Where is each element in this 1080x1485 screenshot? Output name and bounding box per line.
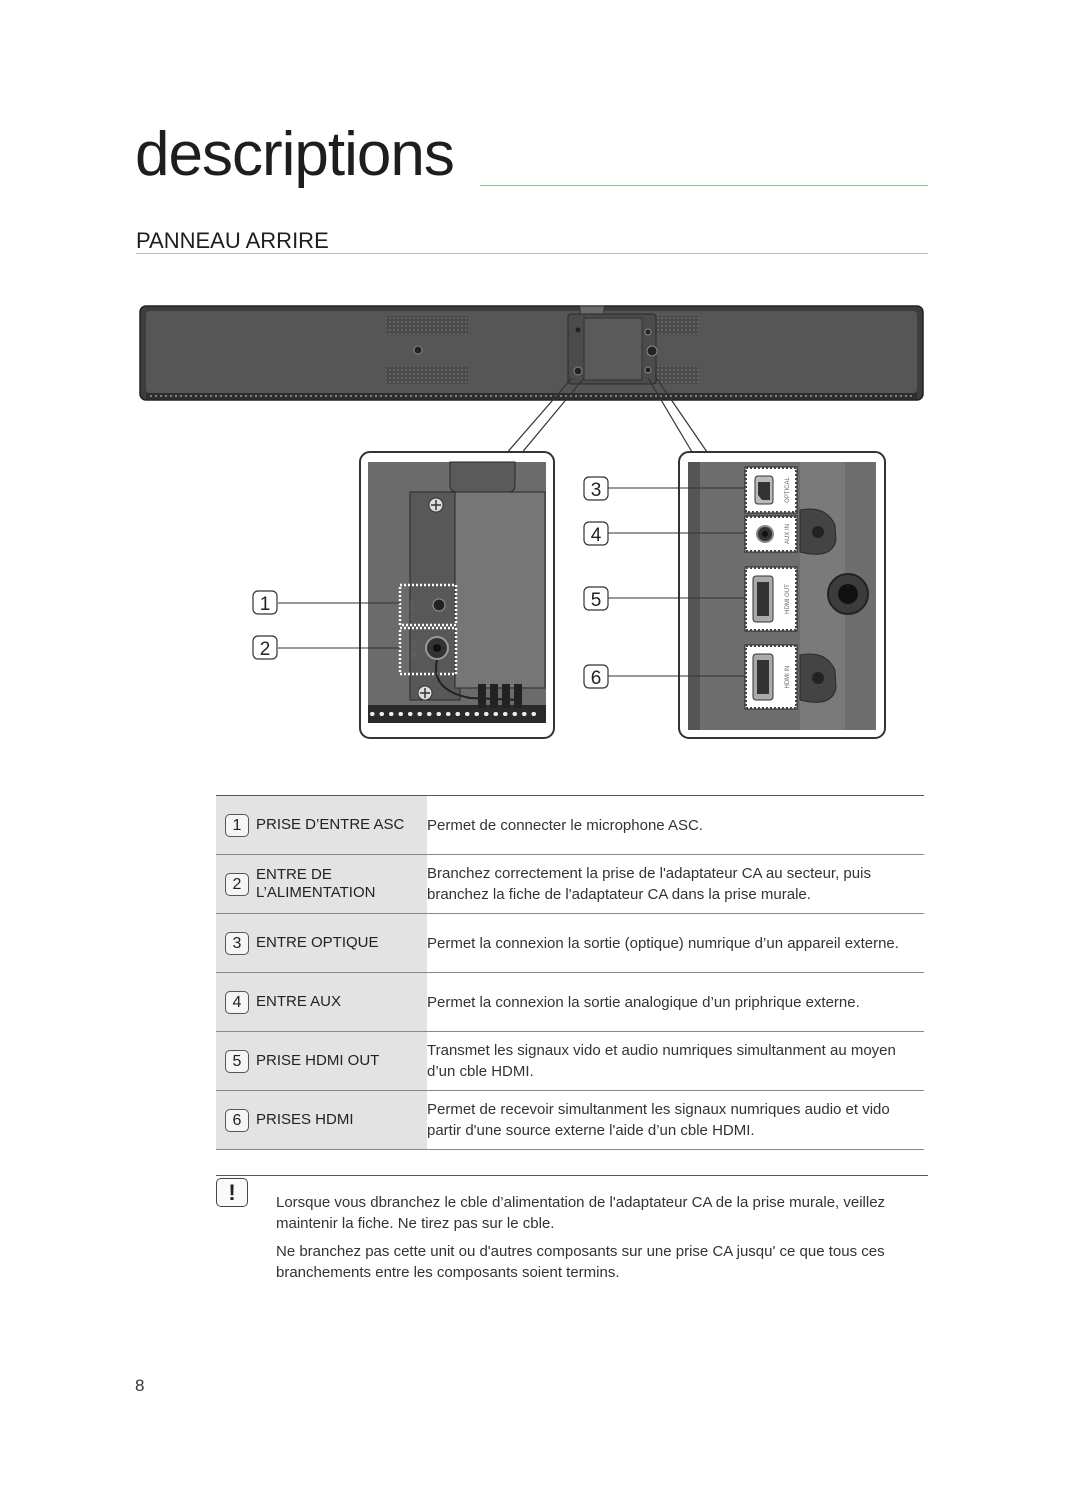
- row-number-badge: 3: [225, 931, 249, 955]
- vent-grille: [655, 316, 699, 334]
- row-number-badge: 2: [225, 872, 249, 896]
- row-description: Permet la connexion la sortie analogique…: [427, 993, 860, 1011]
- connector-description-table: 1 PRISE D’ENTRE ASC Permet de connecter …: [216, 795, 924, 1150]
- row-number-badge: 1: [225, 813, 249, 837]
- row-description: Transmet les signaux vido et audio numri…: [427, 1042, 896, 1080]
- callout-4: 4: [583, 521, 609, 546]
- svg-text:1: 1: [260, 594, 271, 615]
- row-label: ENTRE DE L’ALIMENTATION: [256, 854, 427, 914]
- callout-2: 2: [252, 635, 278, 660]
- svg-text:5: 5: [591, 590, 602, 611]
- asc-in-label: ASC IN: [408, 600, 414, 620]
- row-label: PRISES HDMI: [256, 1090, 427, 1150]
- table-row: 6 PRISES HDMI Permet de recevoir simulta…: [216, 1090, 924, 1150]
- callout-3: 3: [583, 476, 609, 501]
- row-number-badge: 6: [225, 1108, 249, 1132]
- table-row: 2 ENTRE DE L’ALIMENTATION Branchez corre…: [216, 854, 924, 914]
- dc-in-label: DC 24V: [409, 639, 415, 660]
- row-number-badge: 5: [225, 1049, 249, 1073]
- callout-1: 1: [252, 590, 278, 615]
- warning-icon: !: [216, 1178, 248, 1207]
- mount-hole: [413, 345, 423, 355]
- row-label: PRISE D’ENTRE ASC: [256, 795, 427, 855]
- row-label: ENTRE AUX: [256, 972, 427, 1032]
- chapter-title-rule: [480, 185, 928, 186]
- svg-text:6: 6: [591, 668, 602, 689]
- row-description: Permet la connexion la sortie (optique) …: [427, 934, 899, 952]
- row-description: Permet de recevoir simultanment les sign…: [427, 1101, 890, 1139]
- note-paragraph: Ne branchez pas cette unit ou d'autres c…: [276, 1243, 885, 1281]
- row-number-badge: 4: [225, 990, 249, 1014]
- zoom-right-io-panel: OPTICAL AUX IN HDMI OUT HDMI IN: [678, 451, 886, 739]
- zoom-left-power-panel: ASC IN DC 24V: [359, 451, 555, 739]
- page-number: 8: [135, 1376, 145, 1395]
- aux-in-label: AUX IN: [785, 524, 791, 544]
- callout-5: 5: [583, 586, 609, 611]
- hdmi-in-label: HDMI IN: [785, 666, 791, 689]
- row-description: Branchez correctement la prise de l'adap…: [427, 865, 871, 903]
- row-description: Permet de connecter le microphone ASC.: [427, 816, 703, 834]
- rear-panel-illustration: ASC IN DC 24V OPTICAL AUX: [139, 305, 924, 739]
- section-title: PANNEAU ARRIRE: [136, 228, 329, 253]
- vent-grille: [655, 366, 699, 384]
- svg-text:3: 3: [591, 480, 602, 501]
- callout-6: 6: [583, 664, 609, 689]
- asc-jack: [432, 598, 446, 612]
- svg-text:2: 2: [260, 639, 271, 660]
- table-row: 1 PRISE D’ENTRE ASC Permet de connecter …: [216, 795, 924, 855]
- note-paragraph: Lorsque vous dbranchez le cble d’aliment…: [276, 1194, 886, 1232]
- section-title-rule: [136, 253, 928, 254]
- hdmi-out-label: HDMI OUT: [785, 584, 791, 614]
- table-row: 3 ENTRE OPTIQUE Permet la connexion la s…: [216, 913, 924, 973]
- soundbar-rear-view: [139, 305, 924, 401]
- table-row: 5 PRISE HDMI OUT Transmet les signaux vi…: [216, 1031, 924, 1091]
- vent-grille: [386, 316, 468, 334]
- note-divider: [216, 1175, 928, 1176]
- zoom-connector-lines: [504, 375, 708, 456]
- table-row: 4 ENTRE AUX Permet la connexion la sorti…: [216, 972, 924, 1032]
- optical-label: OPTICAL: [785, 477, 791, 503]
- svg-text:4: 4: [591, 525, 602, 546]
- chapter-title: descriptions: [135, 120, 455, 189]
- vent-grille: [386, 366, 468, 384]
- callout-leader-lines: [278, 487, 745, 677]
- row-label: ENTRE OPTIQUE: [256, 913, 427, 973]
- row-label: PRISE HDMI OUT: [256, 1031, 427, 1091]
